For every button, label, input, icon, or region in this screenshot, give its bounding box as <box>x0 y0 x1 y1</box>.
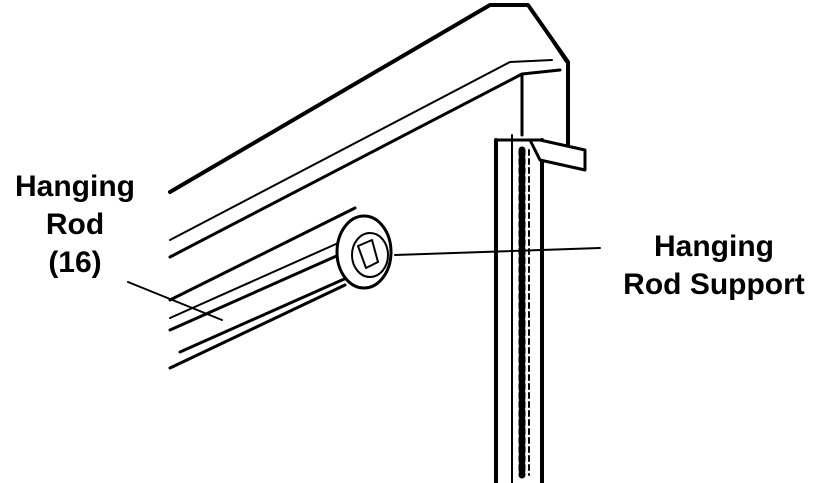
vertical-post <box>494 134 544 483</box>
rod-support-label-line2: Rod Support <box>623 268 805 301</box>
leader-line-hanging-rod <box>127 281 223 321</box>
hanging-rod-label-line3: (16) <box>48 246 102 279</box>
leader-line-rod-support <box>394 247 601 256</box>
hanging-rod-label-line2: Rod <box>45 208 105 241</box>
lower-frame-rail <box>168 206 357 370</box>
post-slot-holes <box>518 146 530 479</box>
leader-lines <box>127 247 601 321</box>
hanging-rod-support-callout: Hanging Rod Support <box>600 228 828 304</box>
hanging-rod-callout: Hanging Rod (16) <box>0 168 150 282</box>
corner-bracket <box>528 138 587 172</box>
hanging-rod-support <box>335 214 393 290</box>
rod-support-label-line1: Hanging <box>654 230 774 263</box>
hanging-rod-label-line1: Hanging <box>15 170 135 203</box>
top-frame-rail <box>168 3 570 259</box>
